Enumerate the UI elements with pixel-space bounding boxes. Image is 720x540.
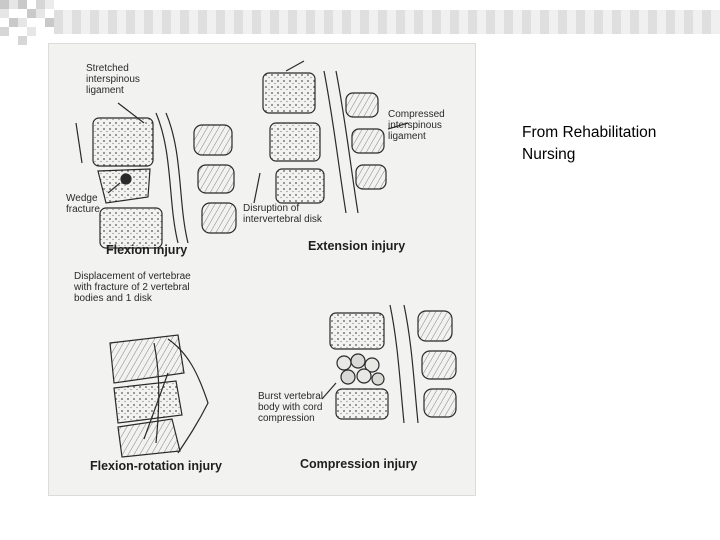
deco-square — [36, 9, 45, 18]
deco-square — [18, 36, 27, 45]
flexion-ligament-label: Stretched interspinous ligament — [86, 63, 140, 96]
flexion-rotation-drawing — [109, 334, 209, 458]
deco-square — [0, 0, 9, 9]
burst-fragments — [336, 353, 385, 386]
deco-square — [0, 9, 9, 18]
deco-square — [45, 18, 54, 27]
compression-title: Compression injury — [300, 457, 418, 471]
figure-drawings — [75, 60, 457, 458]
header-bar — [54, 10, 720, 34]
header-decoration — [0, 0, 720, 45]
extension-ligament-label: Compressed interspinous ligament — [388, 109, 445, 142]
compression-drawing — [321, 304, 457, 424]
source-caption: From Rehabilitation Nursing — [522, 124, 657, 163]
deco-square — [9, 18, 18, 27]
flexion-rotation-title: Flexion-rotation injury — [90, 459, 222, 473]
flexion-rotation-label: Displacement of vertebrae with fracture … — [74, 271, 191, 304]
deco-square — [45, 0, 54, 9]
deco-square — [9, 0, 18, 9]
flexion-title: Flexion injury — [106, 243, 188, 257]
extension-disk-label: Disruption of intervertebral disk — [243, 203, 322, 225]
compression-burst-label: Burst vertebral body with cord compressi… — [258, 391, 324, 424]
flexion-fracture-label: Wedge fracture — [66, 193, 100, 215]
spinal-injury-figure: Stretched interspinous ligament Wedge fr… — [48, 43, 476, 496]
deco-square — [18, 0, 27, 9]
deco-square — [27, 9, 36, 18]
deco-square — [36, 0, 45, 9]
extension-drawing — [253, 60, 409, 214]
deco-square — [0, 27, 9, 36]
deco-square — [27, 27, 36, 36]
deco-square — [18, 18, 27, 27]
flexion-drawing — [75, 102, 237, 249]
extension-title: Extension injury — [308, 239, 406, 253]
